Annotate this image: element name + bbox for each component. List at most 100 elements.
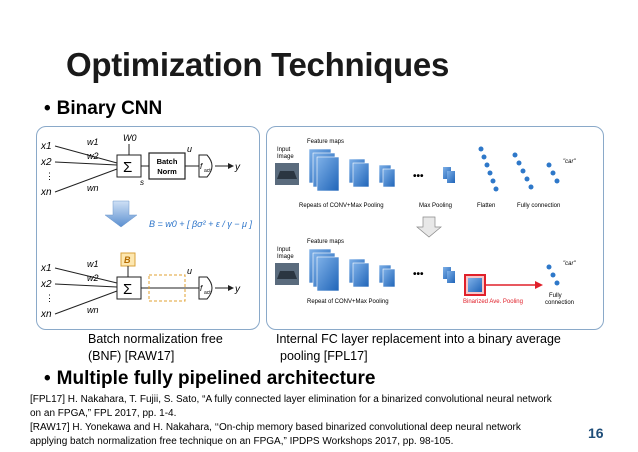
ellipsis: ••• [413,171,424,182]
bias-b: B [124,255,131,265]
ellipsis-b: ••• [413,269,424,280]
references: [FPL17] H. Nakahara, T. Fujii, S. Sato, … [30,393,552,449]
fc-column [512,152,534,190]
output-column [546,162,560,184]
replacement-arrow-icon [416,216,442,238]
binarized-arrow-head-icon [535,281,543,289]
feature-map-3 [316,156,340,192]
bnf-formula: B = w0 + [ βσ² + ε / γ − μ ] [149,219,252,229]
feature-map-b3 [316,256,340,292]
flatten-column [478,146,499,192]
bullet-binary-cnn: •Binary CNN [44,98,162,120]
input-dots-b: ⋮ [45,293,54,303]
bnf-diagram: x1 x2 ⋮ xn w1 w2 wn W0 Σ s Batch Norm u … [40,133,252,320]
repeats-label: Repeats of CONV+Max Pooling [299,203,384,209]
batch-norm-label-1: Batch [157,157,178,166]
feature-maps-label-b: Feature maps [307,239,344,245]
neuron-batch-norm-free: x1 x2 ⋮ xn w1 w2 wn B Σ u f act y [40,252,241,320]
activation-sub-b: act [204,290,211,296]
repeat-label-b: Repeat of CONV+Max Pooling [307,299,389,305]
feature-map-7 [382,168,396,188]
bullet-dot: • [44,98,51,119]
fc-caption-line-2: pooling [FPL17] [280,349,368,363]
bullet-dot-2: • [44,368,51,389]
max-pooling-label: Max Pooling [419,203,452,209]
activation-node-b [198,276,213,300]
car-icon-b [277,271,297,279]
edge-2-b [54,283,118,288]
input-xn: xn [40,187,52,198]
input-xn-b: xn [40,309,52,320]
label-u-b: u [187,266,192,276]
fc-caption-line-1: Internal FC layer replacement into a bin… [276,332,561,346]
sum-node-b [116,276,142,300]
input-label-2-b: Image [277,254,294,260]
feature-map-5 [352,162,370,188]
activation-sub: act [204,168,211,174]
sum-symbol-b: Σ [123,281,132,298]
removed-batch-norm-box [148,274,186,302]
fc-caption: Internal FC layer replacement into a bin… [276,331,561,365]
sum-symbol: Σ [123,159,132,176]
car-icon [277,171,297,179]
sum-output-s: s [140,178,144,187]
reference-line-2: on an FPGA,” FPL 2017, pp. 1-4. [30,408,177,419]
transform-arrow-icon [104,200,138,228]
weight-w2-b: w2 [87,273,99,283]
binarized-pooling-map [468,278,482,292]
activation-node [198,154,213,178]
output-column-b [546,264,560,286]
edge-1-b [54,267,118,284]
bullet-binary-cnn-text: Binary CNN [56,98,163,119]
sum-node [116,154,142,178]
flatten-label: Flatten [477,203,495,209]
edge-1 [54,145,118,164]
fully-label-b2: connection [545,300,574,306]
reference-line-4: applying batch normalization free techni… [30,436,454,447]
activation-f: f [200,162,203,171]
batch-norm-box [148,152,186,180]
edge-n-b [54,290,118,315]
input-x1-b: x1 [40,263,52,274]
input-label-1-b: Input [277,247,291,253]
input-label-1: Input [277,147,291,153]
feature-map-b9 [447,271,455,283]
input-x1: x1 [40,141,52,152]
feature-maps-label: Feature maps [307,139,344,145]
bnf-caption-line-2: (BNF) [RAW17] [88,349,175,363]
weight-w1: w1 [87,137,99,147]
feature-map-b5 [352,262,370,288]
edge-n [54,168,118,193]
bnf-diagram-panel: x1 x2 ⋮ xn w1 w2 wn W0 Σ s Batch Norm u … [36,126,260,330]
cnn-with-fc: Input Image Feature maps ••• " [275,139,576,209]
activation-f-b: f [200,284,203,293]
weight-w2: w2 [87,151,99,161]
neuron-with-batch-norm: x1 x2 ⋮ xn w1 w2 wn W0 Σ s Batch Norm u … [40,133,241,198]
weight-wn-b: wn [87,305,99,315]
weight-wn: wn [87,183,99,193]
binarized-label: Binarized Ave. Pooling [463,299,523,305]
reference-line-1: [FPL17] H. Nakahara, T. Fujii, S. Sato, … [30,394,552,405]
output-y: y [234,162,241,173]
bnf-caption: Batch normalization free (BNF) [RAW17] [88,331,223,365]
bullet-pipelined-text: Multiple fully pipelined architecture [56,368,376,389]
output-car-b: "car" [563,261,576,267]
weight-w1-b: w1 [87,259,99,269]
input-label-2: Image [277,154,294,160]
slide-title: Optimization Techniques [66,46,450,83]
output-car: "car" [563,159,576,165]
input-dots: ⋮ [45,171,54,181]
cnn-with-binarized-pooling: Input Image Feature maps ••• "car" Repea… [275,239,576,306]
batch-norm-label-2: Norm [157,167,177,176]
output-y-b: y [234,284,241,295]
feature-map-b7 [382,268,396,288]
fc-replacement-diagram: Input Image Feature maps ••• " [275,139,576,306]
input-x2-b: x2 [40,279,52,290]
input-x2: x2 [40,157,52,168]
bullet-pipelined: •Multiple fully pipelined architecture [44,368,375,390]
reference-line-3: [RAW17] H. Yonekawa and H. Nakahara, ‘‘O… [30,422,521,433]
fully-label-b1: Fully [549,293,562,299]
fully-connection-label: Fully connection [517,203,560,209]
fc-replacement-diagram-panel: Input Image Feature maps ••• " [266,126,604,330]
feature-map-9 [447,171,455,183]
